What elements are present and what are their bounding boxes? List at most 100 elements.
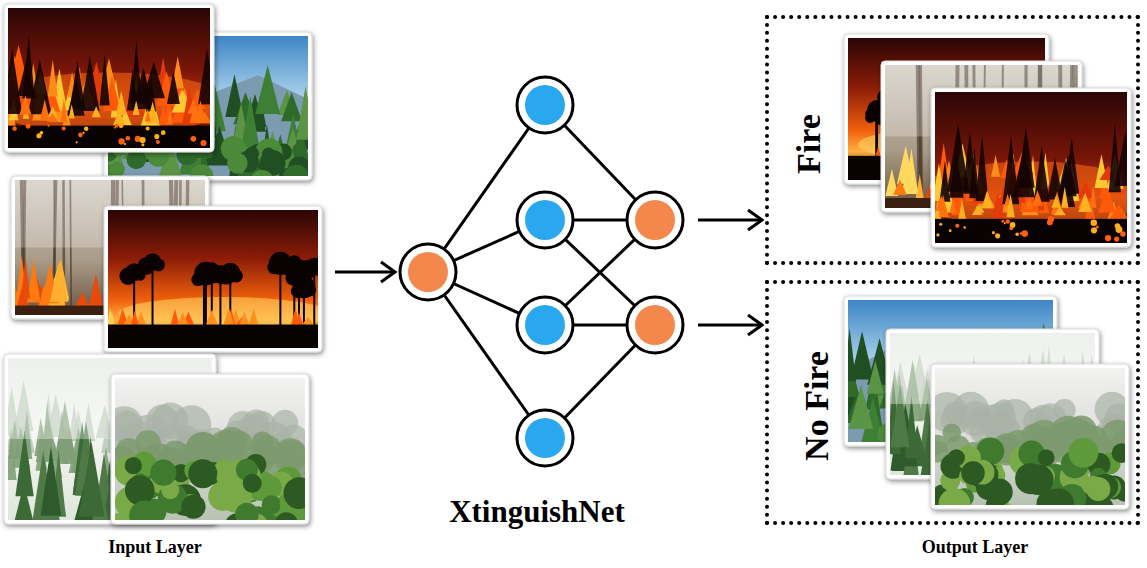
- foliage: [135, 430, 161, 456]
- flame: [116, 96, 125, 115]
- foliage: [939, 488, 971, 505]
- neuron-core: [525, 85, 565, 125]
- foliage: [936, 233, 939, 236]
- foliage: [125, 457, 142, 474]
- foliage: [190, 164, 214, 176]
- flame: [239, 311, 249, 324]
- foliage: [292, 143, 305, 156]
- foliage: [312, 260, 318, 276]
- neuron: [400, 244, 456, 300]
- neuron: [517, 192, 573, 248]
- foliage: [126, 136, 131, 141]
- foliage: [193, 270, 207, 284]
- flame: [1006, 194, 1015, 217]
- foliage: [243, 474, 262, 493]
- tree: [100, 54, 110, 106]
- tree: [79, 442, 105, 516]
- foliage: [219, 270, 233, 284]
- foliage: [949, 229, 952, 232]
- flame: [133, 100, 140, 114]
- foliage: [1091, 219, 1097, 225]
- flame: [60, 99, 67, 123]
- tree: [241, 96, 259, 147]
- foliage: [961, 461, 985, 485]
- flame: [50, 261, 68, 302]
- flame: [893, 180, 907, 195]
- flame: [40, 99, 50, 119]
- flow-arrow: [335, 271, 395, 274]
- flame: [1090, 186, 1097, 208]
- photo-background: [935, 368, 1125, 505]
- neuron-ring: [517, 410, 573, 466]
- foliage: [282, 165, 308, 176]
- tree: [1017, 127, 1034, 188]
- tree: [255, 65, 280, 114]
- neuron-ring: [627, 192, 683, 248]
- foliage: [129, 500, 160, 520]
- foliage: [150, 460, 176, 486]
- foliage: [181, 495, 205, 519]
- flame: [958, 200, 966, 220]
- foliage: [235, 503, 259, 520]
- tree: [281, 92, 302, 121]
- tree: [139, 70, 149, 105]
- neuron-core: [525, 418, 565, 458]
- flame: [20, 96, 32, 115]
- flame: [1054, 207, 1066, 215]
- network-group: XtinguishNet: [398, 60, 698, 540]
- tree: [167, 71, 180, 104]
- foliage: [188, 459, 217, 488]
- foliage: [114, 127, 116, 129]
- flame: [47, 113, 58, 122]
- input-group: Input Layer: [5, 5, 335, 564]
- flame: [1109, 204, 1127, 219]
- foliage: [191, 136, 197, 142]
- photo-content: [935, 92, 1127, 243]
- foliage: [939, 223, 942, 226]
- neuron-core: [635, 305, 675, 345]
- flame: [1051, 195, 1060, 207]
- flame: [69, 104, 75, 118]
- foliage: [291, 284, 305, 298]
- flame: [223, 310, 232, 324]
- photo: [886, 329, 1099, 482]
- neuron-ring: [517, 297, 573, 353]
- neuron: [517, 297, 573, 353]
- foliage: [200, 140, 206, 146]
- foliage: [83, 132, 85, 134]
- flame: [950, 198, 957, 212]
- class-label: Fire: [790, 34, 827, 254]
- flame: [131, 310, 139, 324]
- neuron: [627, 192, 683, 248]
- photo-content: [115, 378, 305, 520]
- flame: [991, 155, 1000, 177]
- photo: [916, 88, 1146, 249]
- layer-title: XtinguishNet: [387, 495, 687, 529]
- foliage: [1004, 222, 1006, 224]
- foliage: [986, 496, 1005, 505]
- foliage: [1105, 235, 1111, 241]
- foliage: [78, 133, 83, 138]
- tree: [296, 86, 308, 140]
- foliage: [1096, 226, 1099, 229]
- foliage: [205, 270, 219, 284]
- foliage: [1068, 438, 1098, 468]
- flame: [302, 316, 314, 324]
- flame: [1078, 193, 1092, 212]
- class-label: No Fire: [798, 296, 835, 516]
- foliage: [36, 133, 41, 138]
- foliage: [1112, 443, 1125, 463]
- foliage: [154, 134, 159, 139]
- tree: [13, 483, 35, 520]
- foliage: [152, 258, 165, 271]
- flame: [975, 204, 985, 212]
- photo: [104, 206, 329, 352]
- foliage: [963, 226, 966, 229]
- neuron: [517, 410, 573, 466]
- flame: [1032, 190, 1043, 205]
- foliage: [124, 143, 126, 145]
- photo: [926, 364, 1136, 524]
- foliage: [1038, 449, 1055, 466]
- tree: [905, 396, 919, 459]
